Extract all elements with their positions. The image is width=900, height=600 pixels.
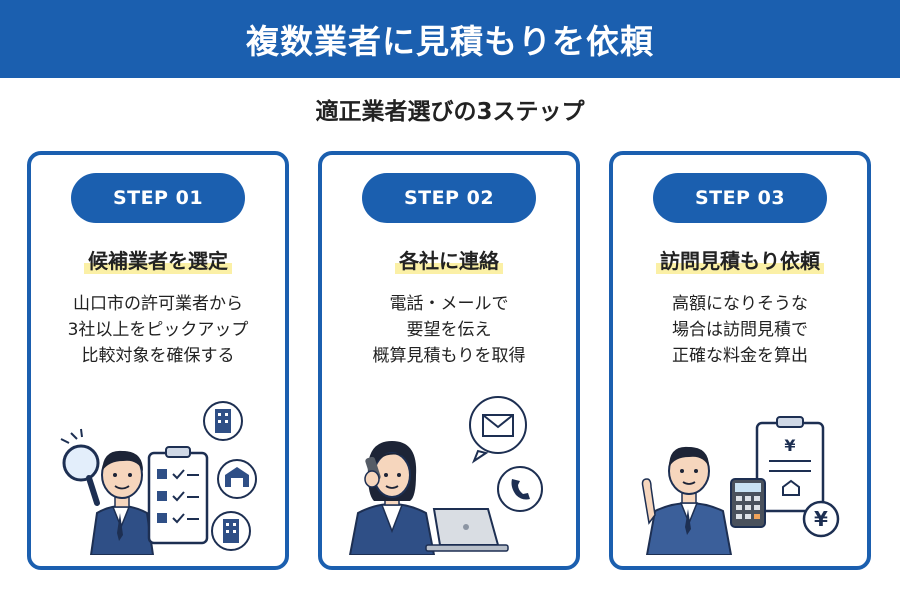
calculator-icon — [730, 478, 766, 528]
section-subtitle: 適正業者選びの3ステップ — [315, 99, 585, 125]
step-description: 高額になりそうな 場合は訪問見積で 正確な料金を算出 — [613, 291, 867, 369]
step-title: 訪問見積もり依頼 — [656, 245, 824, 274]
step-illustration: ¥ ¥ — [641, 416, 840, 555]
step-card-2: STEP 02 各社に連絡 電話・メールで 要望を伝え 概算見積もりを取得 — [318, 151, 580, 570]
header-banner: 複数業者に見積もりを依頼 — [0, 0, 900, 78]
step-title-wrap: 候補業者を選定 — [31, 245, 285, 274]
step-title: 候補業者を選定 — [84, 245, 232, 274]
step-card-3: STEP 03 訪問見積もり依頼 高額になりそうな 場合は訪問見積で 正確な料金… — [609, 151, 871, 570]
step-title-wrap: 訪問見積もり依頼 — [613, 245, 867, 274]
page-title: 複数業者に見積もりを依頼 — [246, 22, 654, 61]
description-line: 概算見積もりを取得 — [372, 346, 526, 366]
person-illustration — [641, 446, 733, 555]
yen-coin-icon: ¥ — [802, 500, 840, 538]
description-line: 3社以上をピックアップ — [67, 320, 249, 340]
building-icon — [203, 401, 243, 441]
yen-coin-symbol: ¥ — [814, 507, 828, 531]
step-badge: STEP 02 — [362, 173, 536, 223]
description-line: 正確な料金を算出 — [672, 346, 808, 366]
phone-call-icon — [497, 466, 543, 512]
step-card-1: STEP 01 候補業者を選定 山口市の許可業者から 3社以上をピックアップ 比… — [27, 151, 289, 570]
description-line: 要望を伝え — [406, 320, 492, 340]
person-illustration — [89, 450, 155, 555]
laptop-icon — [425, 508, 509, 552]
yen-symbol: ¥ — [784, 436, 795, 455]
office-building-icon — [211, 511, 251, 551]
person-illustration — [348, 441, 436, 555]
warehouse-icon — [217, 459, 257, 499]
envelope-icon — [469, 396, 527, 464]
step-description: 電話・メールで 要望を伝え 概算見積もりを取得 — [322, 291, 576, 369]
step-illustration — [60, 401, 257, 555]
phone-handset-icon — [364, 456, 381, 488]
description-line: 場合は訪問見積で — [672, 320, 808, 340]
step-badge: STEP 01 — [71, 173, 245, 223]
step-title: 各社に連絡 — [395, 245, 503, 274]
clipboard-checklist-icon — [147, 446, 209, 545]
step-description: 山口市の許可業者から 3社以上をピックアップ 比較対象を確保する — [31, 291, 285, 369]
step-badge: STEP 03 — [653, 173, 827, 223]
description-line: 比較対象を確保する — [81, 346, 235, 366]
step-illustration — [348, 396, 543, 555]
description-line: 高額になりそうな — [672, 294, 808, 314]
step-title-wrap: 各社に連絡 — [322, 245, 576, 274]
magnifier-icon — [60, 428, 100, 506]
estimate-document-icon: ¥ — [755, 416, 825, 513]
description-line: 電話・メールで — [389, 294, 509, 314]
description-line: 山口市の許可業者から — [73, 294, 243, 314]
